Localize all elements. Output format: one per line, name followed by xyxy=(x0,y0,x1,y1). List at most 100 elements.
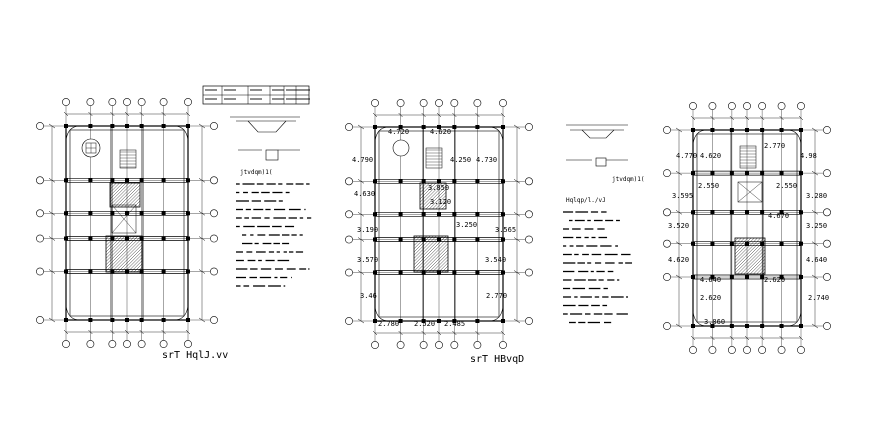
dimension-tick xyxy=(729,115,735,121)
structural-column xyxy=(475,125,480,129)
dimension-label: 2.620 xyxy=(700,294,721,302)
structural-column xyxy=(161,236,166,241)
dimension-tick xyxy=(513,212,521,217)
balcony-curve xyxy=(692,129,708,145)
dimension-tick xyxy=(798,115,804,121)
hatch-line xyxy=(114,182,139,208)
hatch-line xyxy=(413,237,449,272)
hatch-line xyxy=(734,237,764,267)
dimension-tick xyxy=(357,124,365,130)
grid-bubble xyxy=(345,177,353,186)
dimension-tick xyxy=(811,127,819,133)
balcony-curve xyxy=(488,306,504,322)
structural-column xyxy=(161,178,166,183)
hatch-line xyxy=(105,235,116,246)
balcony-curve xyxy=(786,129,802,145)
structural-column xyxy=(760,275,765,279)
structural-column xyxy=(110,236,115,241)
structural-column xyxy=(710,210,715,215)
grid-bubble xyxy=(137,98,146,106)
hatch-line xyxy=(105,235,119,249)
structural-column xyxy=(398,125,403,129)
hatch-line xyxy=(413,235,418,240)
structural-column xyxy=(745,324,749,328)
dimension-label: 2.780 xyxy=(378,320,399,328)
structural-column xyxy=(779,324,784,328)
grid-bubble xyxy=(137,340,146,348)
grid-bubble xyxy=(108,98,117,106)
hatch-line xyxy=(438,262,449,273)
grid-bubble xyxy=(663,322,671,330)
grid-bubble xyxy=(396,341,405,349)
grid-bubble xyxy=(473,341,482,349)
dimension-tick xyxy=(475,112,480,118)
lift-hatch-1 xyxy=(105,235,143,273)
structural-column xyxy=(64,269,68,274)
dimension-tick xyxy=(811,323,819,329)
dimension-tick xyxy=(357,179,365,184)
notes-2-heading: Hqlqp/l./vJ xyxy=(566,197,606,204)
hatch-line xyxy=(429,253,449,273)
hatch-line xyxy=(109,182,130,203)
dimension-tick xyxy=(500,330,506,336)
hatch-line xyxy=(413,235,434,256)
stair-box xyxy=(111,204,137,234)
dimension-tick xyxy=(513,270,521,275)
legend-table xyxy=(202,85,310,105)
structural-column xyxy=(88,318,93,322)
hatch-line xyxy=(419,182,446,209)
dimension-label: 2.770 xyxy=(764,142,785,150)
dimension-tick xyxy=(421,112,426,118)
dimension-label: 4.670 xyxy=(768,212,789,220)
hatch-line xyxy=(737,246,766,275)
stair-box xyxy=(737,181,763,203)
hatch-line xyxy=(124,191,141,208)
grid-bubble xyxy=(708,102,717,110)
dimension-tick xyxy=(198,269,206,274)
dimension-label: 2.620 xyxy=(764,276,785,284)
hatch-line xyxy=(133,263,143,273)
grid-bubble xyxy=(525,268,533,277)
grid-bubble xyxy=(184,340,192,348)
grid-bubble xyxy=(62,98,70,106)
grid-bubble xyxy=(727,102,736,110)
grid-bubble xyxy=(159,98,168,106)
hatch-line xyxy=(734,237,758,261)
balcony-curve xyxy=(173,305,189,321)
grid-bubble xyxy=(525,123,533,131)
structural-column xyxy=(452,212,457,217)
structural-column xyxy=(710,275,715,279)
hatch-line xyxy=(111,241,143,273)
structural-column xyxy=(475,270,480,275)
balcony-curve xyxy=(65,305,81,321)
hatch-line xyxy=(435,198,447,210)
hatch-line xyxy=(419,182,437,200)
structural-column xyxy=(64,178,68,183)
structural-column xyxy=(437,270,441,275)
hatch-line xyxy=(734,237,755,258)
structural-column xyxy=(475,179,480,184)
structural-column xyxy=(779,171,784,176)
dimension-label: 3.570 xyxy=(357,256,378,264)
structural-column xyxy=(799,128,803,132)
grid-bubble xyxy=(210,176,218,185)
grid-bubble xyxy=(419,341,428,349)
grid-bubble xyxy=(663,273,671,281)
hatch-line xyxy=(109,182,120,193)
grid-bubble xyxy=(525,317,533,325)
grid-bubble xyxy=(525,210,533,219)
grid-bubble xyxy=(777,346,786,354)
dimension-tick xyxy=(744,335,750,341)
structural-column xyxy=(88,178,93,183)
grid-bubble xyxy=(62,340,70,348)
dimension-tick xyxy=(48,211,56,216)
structural-column xyxy=(691,128,695,132)
grid-bubble xyxy=(210,209,218,218)
structural-column xyxy=(691,210,695,215)
dimension-label: 4.720 xyxy=(388,128,409,136)
structural-column xyxy=(691,275,695,279)
dimension-tick xyxy=(398,330,403,336)
hatch-line xyxy=(413,235,427,249)
lift-hatch-3 xyxy=(734,237,766,275)
structural-column xyxy=(729,241,734,246)
